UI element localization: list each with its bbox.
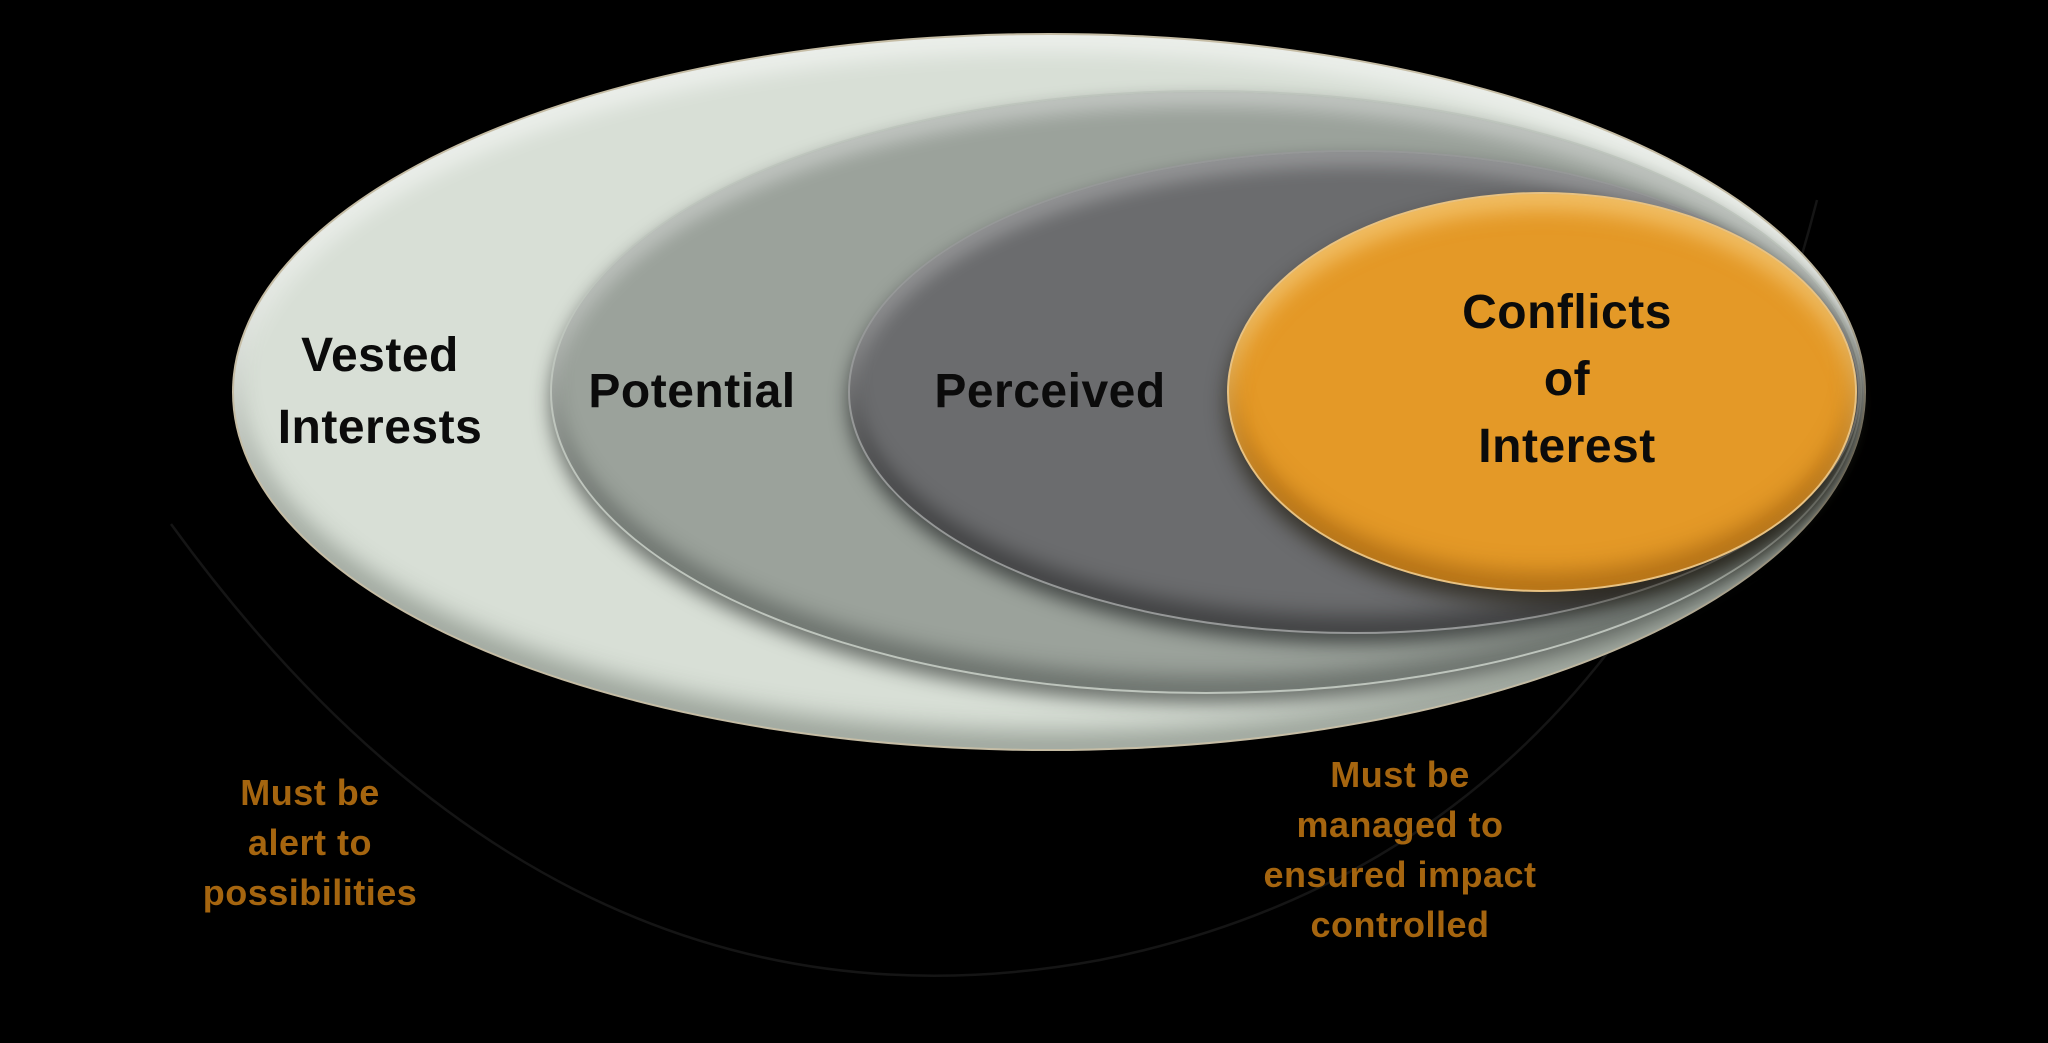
caption-must-be-managed-to-ensured-impact-controlled: Must be managed to ensured impact contro… [1225, 750, 1575, 950]
label-conflicts-line-3: Interest [1478, 420, 1656, 473]
caption-must-be-alert-to-possibilities: Must be alert to possibilities [135, 768, 485, 918]
label-vested-line-1: Vested [301, 329, 459, 382]
label-potential: Potential [588, 365, 796, 418]
label-vested-interests: Vested Interests [230, 320, 530, 464]
label-vested-line-2: Interests [277, 401, 483, 454]
caption-left-line-3: possibilities [202, 872, 418, 913]
caption-right-line-4: controlled [1310, 904, 1490, 945]
label-perceived: Perceived [934, 365, 1166, 418]
ellipse-conflicts-of-interest [1227, 192, 1857, 592]
caption-right-line-2: managed to [1296, 804, 1504, 845]
label-conflicts-line-2: of [1543, 353, 1591, 406]
label-conflicts-of-interest: Conflicts of Interest [1407, 279, 1727, 480]
caption-right-line-1: Must be [1330, 754, 1470, 795]
caption-left-line-1: Must be [240, 772, 380, 813]
label-conflicts-line-1: Conflicts [1462, 286, 1672, 339]
caption-right-line-3: ensured impact [1263, 854, 1537, 895]
caption-left-line-2: alert to [247, 822, 373, 863]
